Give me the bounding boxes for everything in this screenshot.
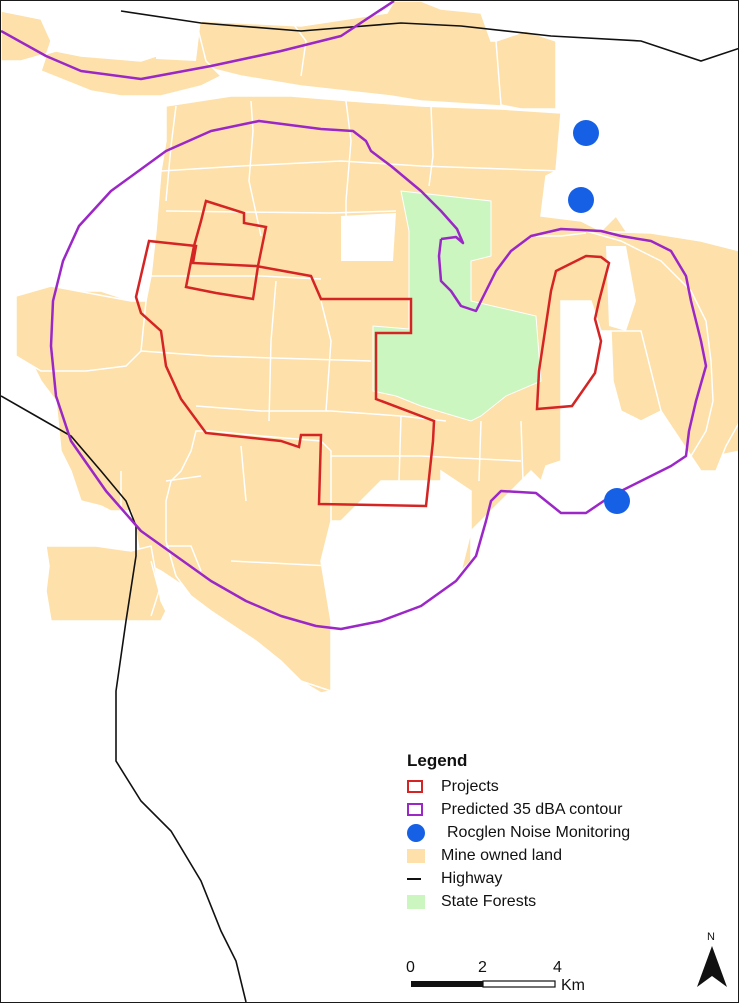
project-east (535, 254, 611, 411)
black-line-icon (407, 877, 435, 880)
scale-segment-solid (411, 981, 483, 987)
project-main (134, 239, 436, 508)
scale-bar: 0 2 4 Km (406, 959, 585, 994)
mine-owned-land (1, 1, 738, 694)
legend-title: Legend (407, 751, 468, 770)
legend-item-highway: Highway (405, 867, 705, 890)
clearings (156, 19, 636, 331)
north-arrow-icon: N (697, 931, 727, 987)
red-outline-box-icon (407, 780, 435, 793)
legend-item-monitoring: Rocglen Noise Monitoring (405, 821, 705, 844)
blue-dot-icon (407, 823, 435, 842)
legend-item-state-forests: State Forests (405, 890, 705, 913)
legend-label: Rocglen Noise Monitoring (447, 823, 631, 841)
north-label: N (707, 931, 715, 943)
legend-label: Projects (441, 777, 499, 795)
legend: Legend Projects Predicted 35 dBA contour… (405, 751, 705, 913)
monitoring-point-1[interactable] (573, 120, 599, 146)
legend-item-contour: Predicted 35 dBA contour (405, 798, 705, 821)
green-fill-icon (407, 894, 435, 909)
scale-tick-2: 2 (478, 959, 487, 976)
legend-item-projects: Projects (405, 775, 705, 798)
noise-contour (1, 1, 708, 631)
monitoring-point-2[interactable] (568, 187, 594, 213)
highway-lines (1, 10, 738, 1002)
monitoring-points (568, 120, 630, 514)
monitoring-point-3[interactable] (604, 488, 630, 514)
legend-label: State Forests (441, 892, 537, 910)
legend-item-mine-land: Mine owned land (405, 844, 705, 867)
purple-outline-box-icon (407, 803, 435, 816)
legend-label: Highway (441, 869, 503, 887)
scale-tick-0: 0 (406, 959, 415, 976)
scale-unit: Km (561, 977, 585, 994)
legend-label: Predicted 35 dBA contour (441, 800, 623, 818)
parcel-boundaries (100, 20, 587, 617)
tan-fill-icon (407, 848, 435, 863)
project-areas (134, 199, 611, 508)
project-north (184, 199, 268, 301)
scale-tick-4: 4 (553, 959, 562, 976)
state-forest (372, 190, 542, 422)
scale-segment-hollow (482, 980, 556, 988)
legend-label: Mine owned land (441, 846, 562, 864)
